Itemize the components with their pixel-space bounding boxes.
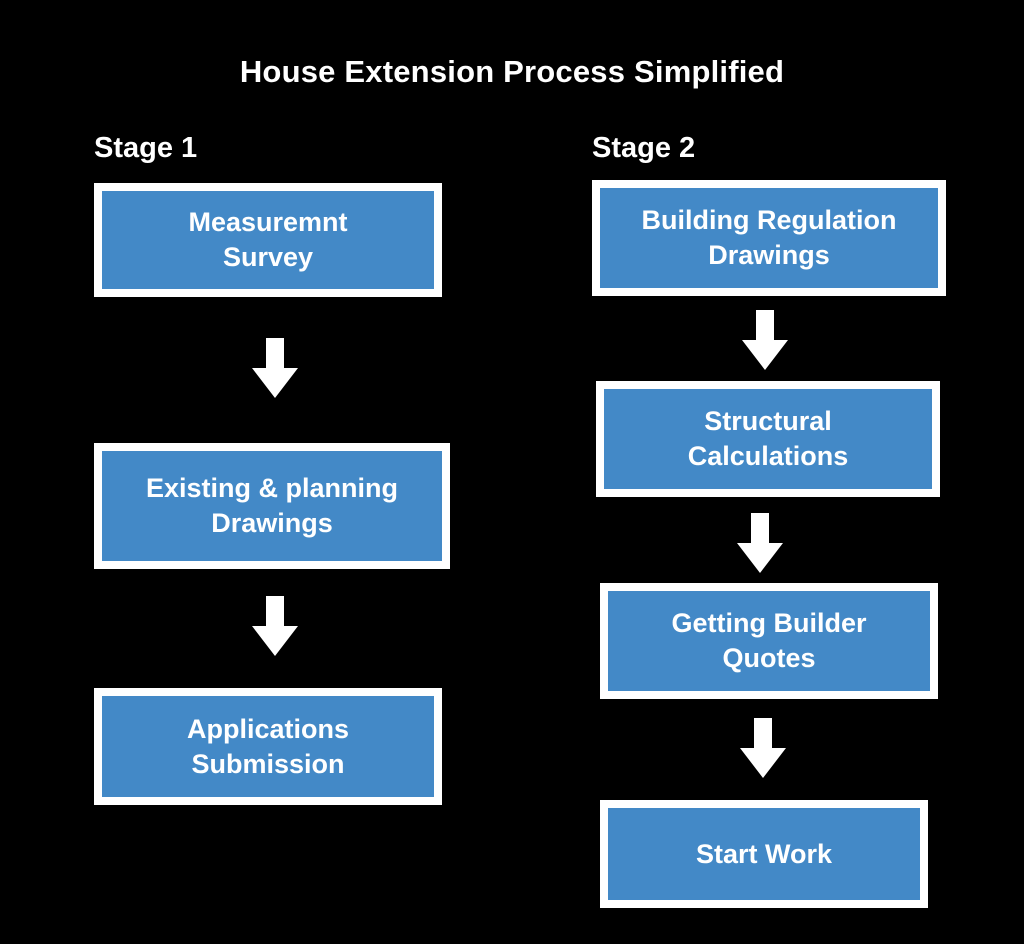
node-getting-builder-quotes[interactable]: Getting Builder Quotes: [600, 583, 938, 699]
node-fill: Building Regulation Drawings: [600, 188, 938, 288]
node-existing-and-planning-drawings[interactable]: Existing & planning Drawings: [94, 443, 450, 569]
arrow-down-icon: [252, 596, 298, 656]
node-structural-calculations[interactable]: Structural Calculations: [596, 381, 940, 497]
node-start-work[interactable]: Start Work: [600, 800, 928, 908]
node-label: Structural Calculations: [687, 406, 849, 471]
page-title: House Extension Process Simplified: [239, 54, 785, 89]
arrow-down-icon: [742, 310, 788, 370]
node-label: Existing & planning Drawings: [145, 473, 398, 538]
node-measurement-survey[interactable]: Measuremnt Survey: [94, 183, 442, 297]
node-fill: Measuremnt Survey: [102, 191, 434, 289]
node-fill: Structural Calculations: [604, 389, 932, 489]
arrow-down-icon: [252, 338, 298, 398]
node-label: Getting Builder Quotes: [671, 608, 867, 673]
node-building-regulation-drawings[interactable]: Building Regulation Drawings: [592, 180, 946, 296]
node-label: Start Work: [695, 838, 833, 869]
node-label: Applications Submission: [186, 713, 349, 779]
node-fill: Existing & planning Drawings: [102, 451, 442, 561]
node-fill: Start Work: [608, 808, 920, 900]
node-label: Building Regulation Drawings: [641, 205, 897, 270]
stage-1-heading: Stage 1: [94, 132, 198, 164]
stage-2-heading: Stage 2: [592, 132, 696, 164]
node-fill: Getting Builder Quotes: [608, 591, 930, 691]
node-fill: Applications Submission: [102, 696, 434, 797]
node-applications-submission[interactable]: Applications Submission: [94, 688, 442, 805]
arrow-down-icon: [740, 718, 786, 778]
node-label: Measuremnt Survey: [188, 207, 348, 272]
arrow-down-icon: [737, 513, 783, 573]
